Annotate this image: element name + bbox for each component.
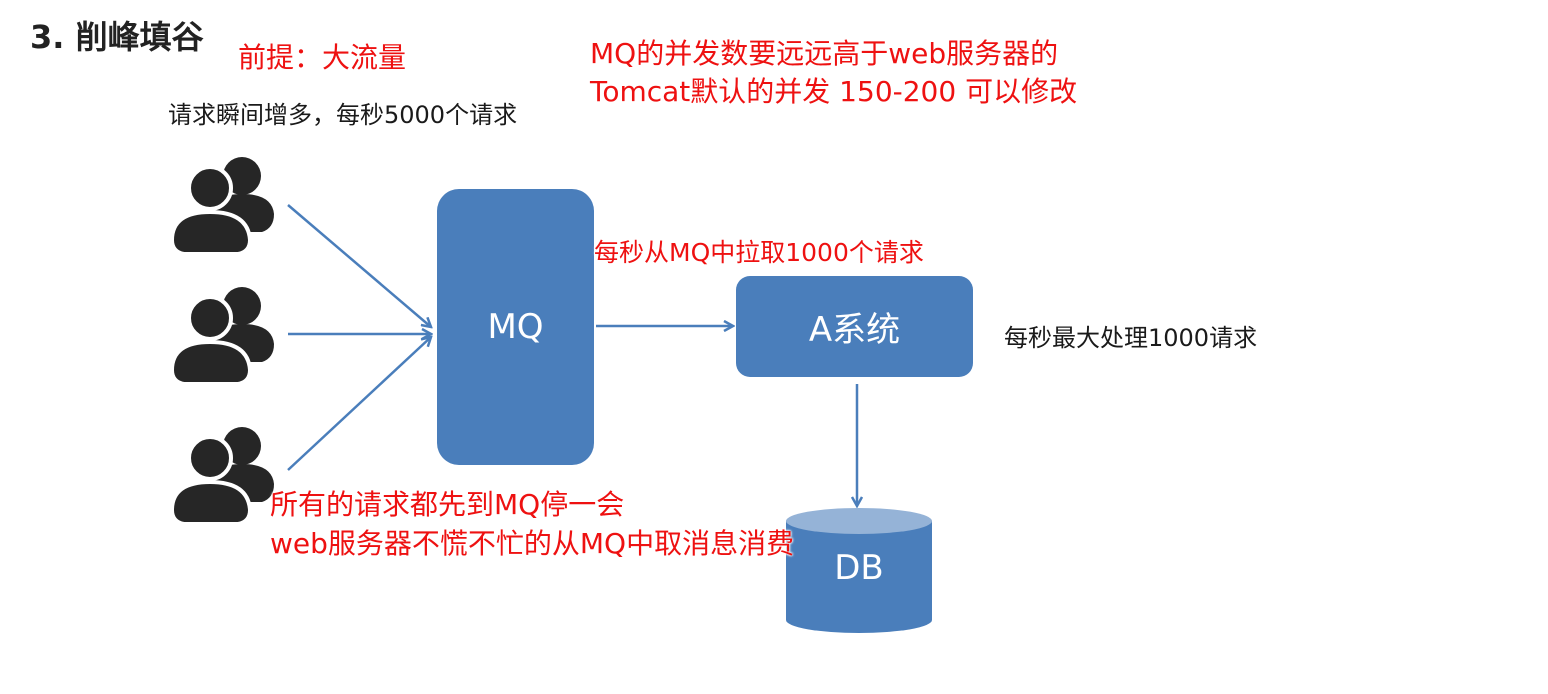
requests-label: 请求瞬间增多，每秒5000个请求 bbox=[168, 101, 518, 129]
a-system-label: A系统 bbox=[808, 310, 901, 350]
mq-label: MQ bbox=[487, 307, 544, 347]
premise-note: 前提：大流量 bbox=[238, 41, 407, 74]
db-cylinder bbox=[786, 508, 932, 633]
mq-node: MQ bbox=[437, 189, 594, 465]
arrow-users3-to-mq bbox=[287, 337, 431, 471]
concurrency-note-line-1: MQ的并发数要远远高于web服务器的 bbox=[590, 37, 1059, 70]
user-group-icon bbox=[170, 425, 276, 526]
db-label: DB bbox=[834, 548, 884, 588]
pull-rate-label: 每秒从MQ中拉取1000个请求 bbox=[594, 238, 924, 267]
user-group-icon bbox=[170, 285, 276, 386]
bottom-note-line-1: 所有的请求都先到MQ停一会 bbox=[270, 488, 625, 521]
concurrency-note-line-2: Tomcat默认的并发 150-200 可以修改 bbox=[590, 75, 1078, 108]
user-group-icon bbox=[170, 155, 276, 256]
a-system-node: A系统 bbox=[736, 276, 973, 377]
page-title: 3. 削峰填谷 bbox=[30, 18, 204, 56]
arrow-users1-to-mq bbox=[287, 204, 431, 327]
max-capacity-label: 每秒最大处理1000请求 bbox=[1004, 324, 1258, 352]
bottom-note-line-2: web服务器不慌不忙的从MQ中取消息消费 bbox=[270, 527, 795, 560]
